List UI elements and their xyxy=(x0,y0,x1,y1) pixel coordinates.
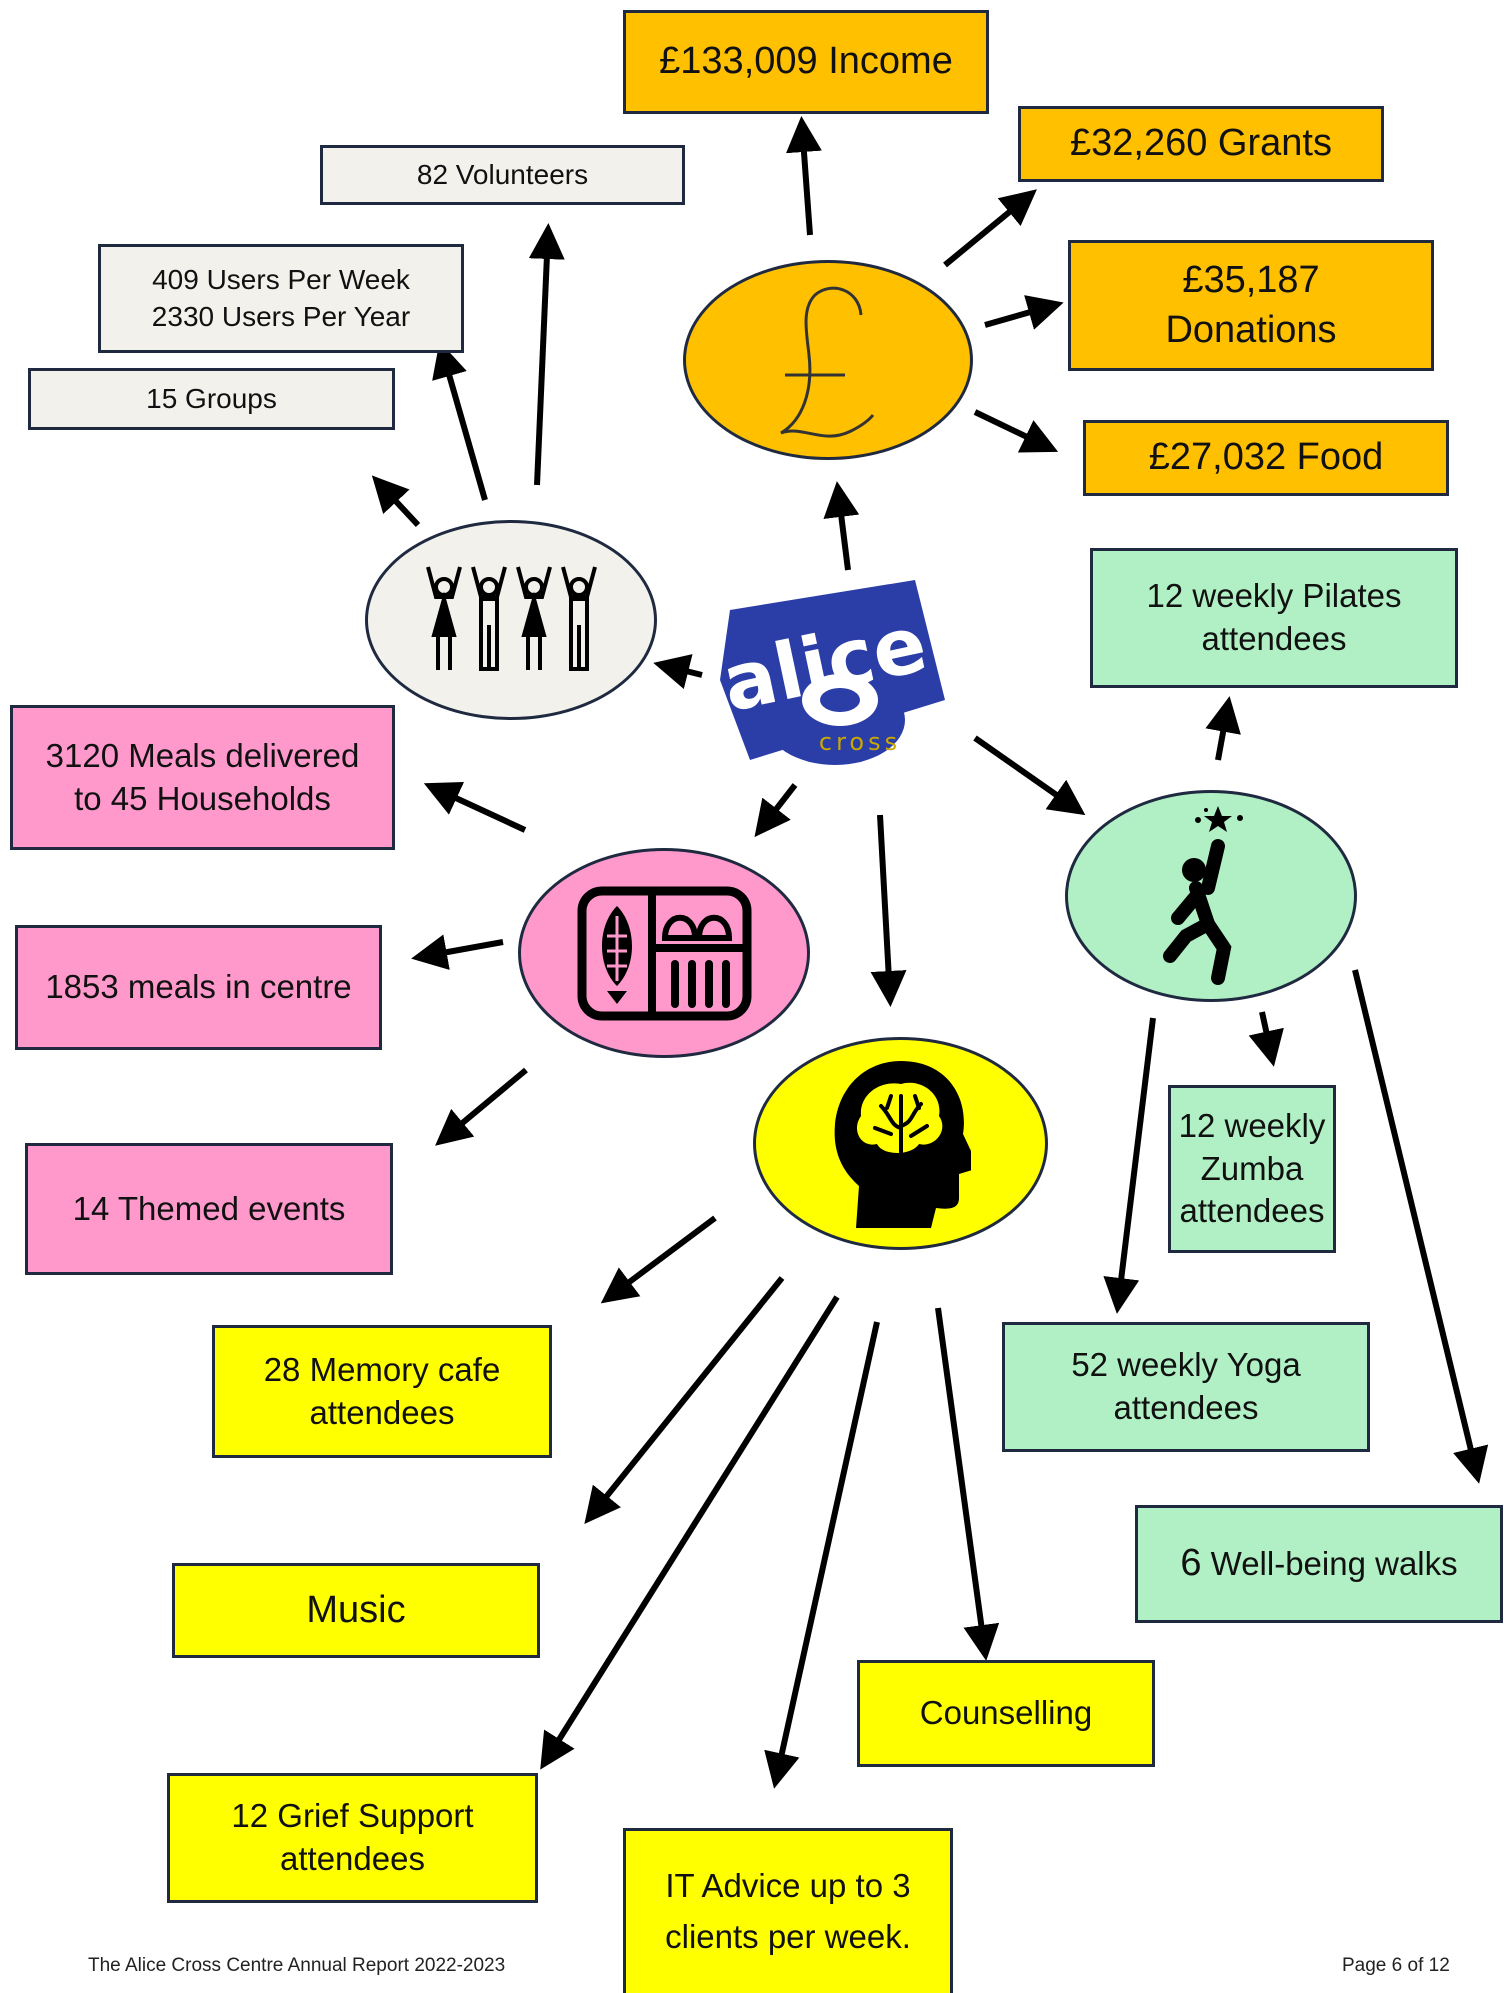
food-box: £27,032 Food xyxy=(1083,420,1449,496)
yoga-line1: 52 weekly Yoga xyxy=(1071,1346,1301,1384)
arrow-logo-to-community xyxy=(653,654,703,690)
arrow-to-in-centre xyxy=(411,934,504,970)
music-box: Music xyxy=(172,1563,540,1658)
zumba-line3: attendees xyxy=(1179,1192,1325,1230)
memory-cafe-line2: attendees xyxy=(309,1393,455,1431)
alice-cross-logo-graphic: alice cross xyxy=(715,580,945,765)
meals-in-centre-label: 1853 meals in centre xyxy=(45,968,352,1006)
grants-label: £32,260 Grants xyxy=(1070,122,1332,165)
pilates-box: 12 weekly Pilates attendees xyxy=(1090,548,1458,688)
brain-head-icon xyxy=(834,1061,971,1228)
arrow-to-walks xyxy=(1352,969,1489,1484)
meals-in-centre-box: 1853 meals in centre xyxy=(15,925,382,1050)
it-advice-line2: clients per week. xyxy=(665,1918,911,1955)
arrow-logo-to-money xyxy=(823,481,860,571)
arrow-to-events xyxy=(435,1067,528,1146)
income-box: £133,009 Income xyxy=(623,10,989,114)
grief-support-line1: 12 Grief Support xyxy=(231,1797,474,1835)
people-group-icon xyxy=(426,566,597,671)
walks-label: Well-being walks xyxy=(1201,1544,1458,1582)
yoga-line2: attendees xyxy=(1113,1389,1259,1426)
counselling-box: Counselling xyxy=(857,1660,1155,1767)
volunteers-box: 82 Volunteers xyxy=(320,145,685,205)
arrow-logo-to-fitness xyxy=(973,735,1086,816)
pilates-line2: attendees xyxy=(1201,620,1347,657)
it-advice-line1: IT Advice up to 3 xyxy=(665,1867,911,1905)
meals-delivered-box: 3120 Meals delivered to 45 Households xyxy=(10,705,395,850)
wellbeing-hub xyxy=(753,1037,1048,1250)
person-reaching-star-icon xyxy=(1163,806,1243,985)
walks-box: 6 Well-being walks xyxy=(1135,1505,1503,1623)
logo-subword: cross xyxy=(819,728,901,756)
walks-number: 6 xyxy=(1180,1542,1202,1585)
meals-delivered-line1: 3120 Meals delivered xyxy=(45,736,360,774)
users-week-label: 409 Users Per Week xyxy=(152,264,410,296)
memory-cafe-line1: 28 Memory cafe xyxy=(263,1350,501,1388)
arrow-to-memory xyxy=(600,1215,717,1304)
alice-cross-logo: alice cross xyxy=(700,570,960,770)
pilates-line1: 12 weekly Pilates xyxy=(1146,577,1402,615)
pound-sign-icon xyxy=(780,286,875,438)
donations-label: Donations xyxy=(1165,308,1337,351)
meal-tray-icon xyxy=(577,886,751,1020)
zumba-line2: Zumba xyxy=(1200,1149,1304,1187)
zumba-line1: 12 weekly xyxy=(1178,1106,1326,1144)
money-hub xyxy=(683,260,973,460)
arrow-logo-to-wellbeing xyxy=(870,814,907,1007)
arrow-to-grants xyxy=(943,189,1037,268)
groups-box: 15 Groups xyxy=(28,368,395,430)
themed-events-box: 14 Themed events xyxy=(25,1143,393,1275)
grief-support-box: 12 Grief Support attendees xyxy=(167,1773,538,1903)
grief-support-line2: attendees xyxy=(280,1840,425,1877)
music-label: Music xyxy=(306,1588,406,1631)
footer-page-number: Page 6 of 12 xyxy=(1342,1955,1450,1976)
users-box: 409 Users Per Week 2330 Users Per Year xyxy=(98,244,464,353)
arrow-to-counselling xyxy=(935,1307,1000,1661)
community-hub xyxy=(365,520,657,720)
arrow-to-pilates xyxy=(1205,696,1241,761)
arrow-to-music xyxy=(584,1276,785,1525)
meals-delivered-line2: to 45 Households xyxy=(74,779,331,817)
arrow-logo-to-meals xyxy=(754,783,798,838)
arrow-to-users xyxy=(432,341,488,501)
arrow-to-grief xyxy=(540,1295,840,1770)
income-label: £133,009 Income xyxy=(659,40,953,83)
arrow-to-donations xyxy=(984,295,1064,330)
groups-label: 15 Groups xyxy=(146,382,277,414)
counselling-label: Counselling xyxy=(919,1694,1093,1732)
it-advice-box: IT Advice up to 3 clients per week. xyxy=(623,1828,953,1993)
themed-events-label: 14 Themed events xyxy=(72,1189,346,1227)
arrow-to-it xyxy=(764,1321,880,1789)
arrow-to-groups xyxy=(371,475,421,528)
users-year-label: 2330 Users Per Year xyxy=(151,300,411,332)
arrow-to-food xyxy=(973,409,1059,453)
arrow-to-volunteers xyxy=(528,223,565,486)
fitness-hub xyxy=(1065,790,1357,1002)
meals-hub xyxy=(518,848,810,1058)
arrow-to-income xyxy=(786,116,822,236)
donations-amount: £35,187 xyxy=(1182,259,1320,302)
zumba-box: 12 weekly Zumba attendees xyxy=(1168,1085,1336,1253)
memory-cafe-box: 28 Memory cafe attendees xyxy=(212,1325,552,1458)
arrow-to-zumba xyxy=(1248,1011,1284,1067)
grants-box: £32,260 Grants xyxy=(1018,106,1384,182)
arrow-to-delivered xyxy=(423,781,527,833)
footer-report-title: The Alice Cross Centre Annual Report 202… xyxy=(88,1955,506,1976)
donations-box: £35,187 Donations xyxy=(1068,240,1434,371)
volunteers-label: 82 Volunteers xyxy=(416,158,589,190)
yoga-box: 52 weekly Yoga attendees xyxy=(1002,1322,1370,1452)
food-label: £27,032 Food xyxy=(1148,436,1384,479)
arrow-to-yoga xyxy=(1103,1017,1156,1314)
